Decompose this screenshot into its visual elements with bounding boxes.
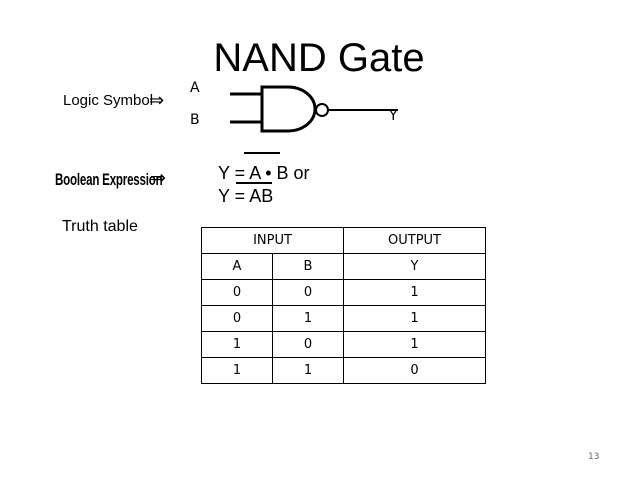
truth-table-label: Truth table	[62, 218, 138, 235]
logic-symbol-label: Logic Symbol	[63, 92, 154, 109]
table-cell: 1	[201, 357, 273, 384]
complement-overline-1	[244, 152, 280, 154]
slide-title: NAND Gate	[213, 36, 425, 80]
boolean-expression-arrow-icon: ⇒	[150, 167, 166, 189]
table-cell: 0	[201, 279, 273, 306]
logic-symbol-arrow-icon: ⇒	[149, 90, 165, 111]
gate-body	[260, 85, 317, 133]
truth-table-sub-header-row: A B Y	[201, 253, 486, 280]
column-b-header: B	[272, 253, 344, 280]
table-cell: 1	[272, 357, 344, 384]
table-cell: 1	[343, 305, 486, 332]
truth-table: INPUT OUTPUT A B Y 0 0 1 0 1 1 1 0 1 1 1…	[201, 227, 486, 384]
expression-line-2: Y = AB	[218, 186, 274, 206]
table-cell: 1	[343, 331, 486, 358]
column-y-header: Y	[343, 253, 486, 280]
expression-line-1: Y = A • B or	[218, 163, 310, 183]
table-row: 1 1 0	[201, 357, 486, 384]
output-header: OUTPUT	[343, 227, 486, 254]
table-cell: 1	[272, 305, 344, 332]
table-cell: 0	[272, 279, 344, 306]
table-cell: 0	[272, 331, 344, 358]
table-cell: 0	[343, 357, 486, 384]
input-header: INPUT	[201, 227, 344, 254]
complement-overline-2	[236, 182, 272, 184]
page-number: 13	[588, 452, 600, 462]
table-cell: 1	[201, 331, 273, 358]
table-row: 0 1 1	[201, 305, 486, 332]
boolean-expression-label: Boolean Expression	[55, 170, 163, 189]
table-row: 1 0 1	[201, 331, 486, 358]
gate-input-a-label: A	[190, 80, 200, 96]
gate-input-b-label: B	[190, 112, 200, 128]
gate-output-y-label: Y	[389, 108, 398, 124]
table-cell: 1	[343, 279, 486, 306]
table-cell: 0	[201, 305, 273, 332]
table-row: 0 0 1	[201, 279, 486, 306]
inversion-bubble	[315, 103, 329, 117]
column-a-header: A	[201, 253, 273, 280]
truth-table-group-header-row: INPUT OUTPUT	[201, 227, 486, 254]
